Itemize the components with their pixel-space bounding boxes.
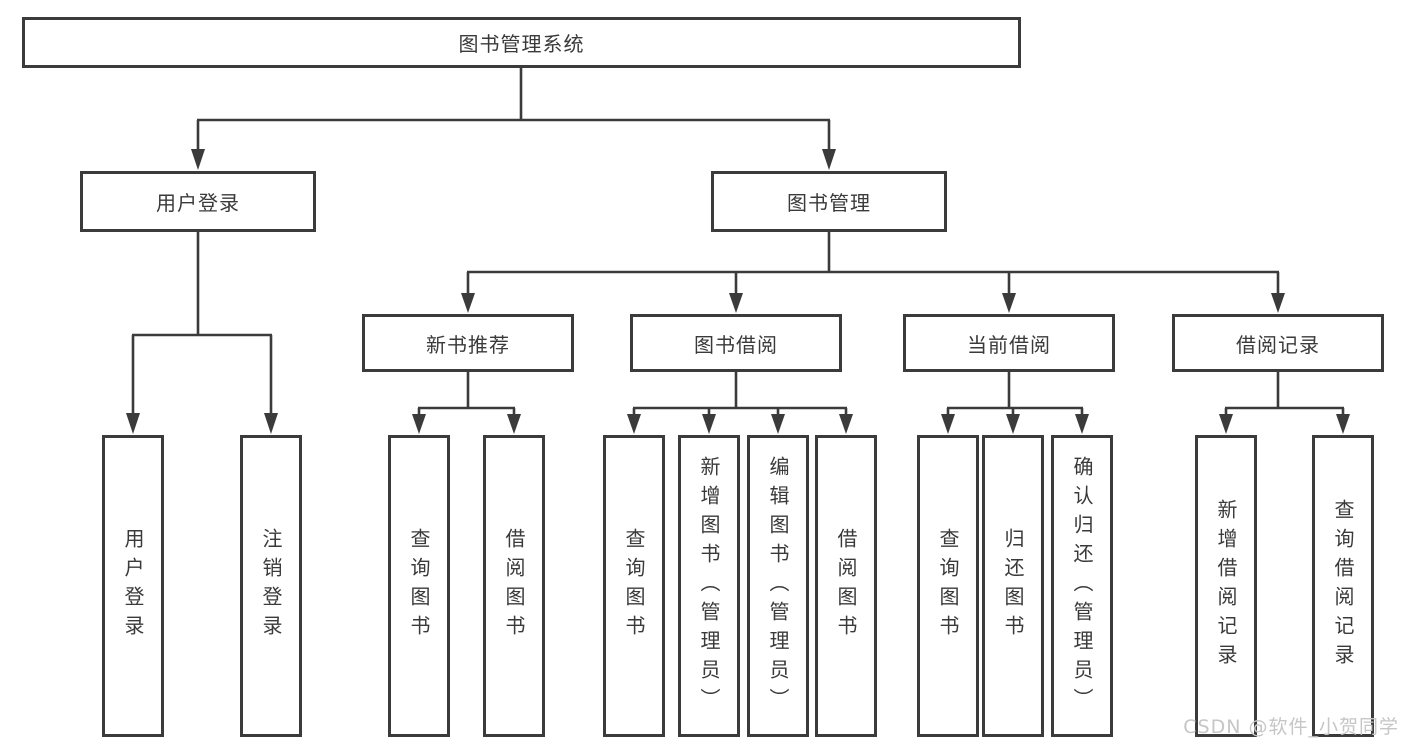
node-current-borrowing: 当前借阅	[903, 314, 1115, 372]
leaf-query-books-2: 查询图书	[603, 435, 665, 737]
leaf-logout: 注销登录	[240, 435, 302, 737]
watermark-text: CSDN @软件_小贺同学	[1183, 716, 1399, 738]
node-label: 借阅记录	[1236, 332, 1320, 357]
leaf-query-books-1: 查询图书	[388, 435, 450, 737]
leaf-label: 新增图书（管理员）	[697, 455, 721, 717]
node-label: 图书管理	[787, 191, 871, 215]
node-book-management: 图书管理	[711, 171, 947, 232]
leaf-confirm-return-admin: 确认归还（管理员）	[1051, 435, 1113, 737]
leaf-label: 用户登录	[121, 528, 145, 644]
leaf-label: 查询图书	[407, 528, 431, 644]
node-label: 新书推荐	[426, 332, 510, 357]
leaf-label: 注销登录	[259, 528, 283, 644]
leaf-label: 编辑图书（管理员）	[766, 455, 790, 717]
leaf-borrow-books-1: 借阅图书	[483, 435, 545, 737]
leaf-label: 归还图书	[1001, 528, 1025, 644]
node-label: 图书管理系统	[458, 32, 585, 56]
leaf-label: 借阅图书	[502, 528, 526, 644]
node-user-login: 用户登录	[80, 171, 316, 232]
node-label: 图书借阅	[694, 332, 778, 357]
leaf-add-borrow-record: 新增借阅记录	[1195, 435, 1257, 737]
leaf-label: 查询图书	[622, 528, 646, 644]
node-library-management-system: 图书管理系统	[22, 17, 1021, 68]
node-label: 用户登录	[156, 191, 240, 215]
leaf-return-books: 归还图书	[982, 435, 1044, 737]
leaf-edit-book-admin: 编辑图书（管理员）	[747, 435, 809, 737]
leaf-user-login: 用户登录	[102, 435, 164, 737]
node-label: 当前借阅	[967, 332, 1051, 357]
leaf-query-borrow-record: 查询借阅记录	[1312, 435, 1374, 737]
leaf-label: 查询图书	[936, 528, 960, 644]
node-book-borrowing: 图书借阅	[630, 314, 842, 372]
leaf-label: 借阅图书	[834, 528, 858, 644]
leaf-borrow-books-2: 借阅图书	[815, 435, 877, 737]
node-new-book-recommend: 新书推荐	[362, 314, 574, 372]
leaf-label: 查询借阅记录	[1331, 499, 1355, 673]
node-borrowing-records: 借阅记录	[1172, 314, 1384, 372]
leaf-query-books-3: 查询图书	[917, 435, 979, 737]
leaf-label: 新增借阅记录	[1214, 499, 1238, 673]
leaf-label: 确认归还（管理员）	[1070, 455, 1094, 717]
leaf-add-book-admin: 新增图书（管理员）	[678, 435, 740, 737]
